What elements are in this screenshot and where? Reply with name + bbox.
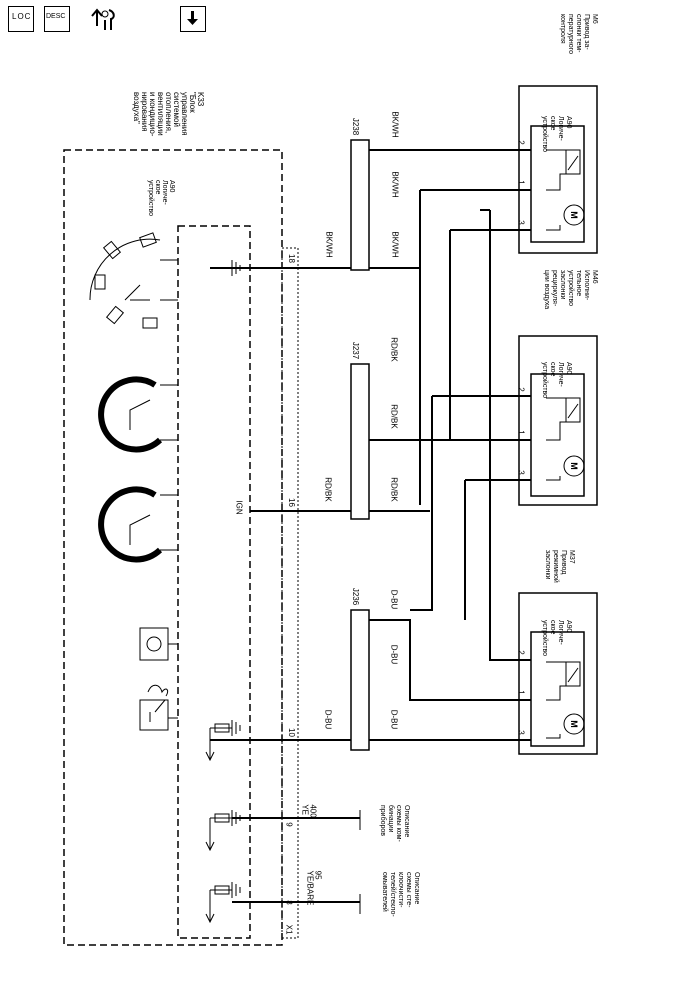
k33-label-text: K33 "Блок управления системой отопления,… (132, 92, 205, 137)
wire-d-bu-2: D-BU (389, 589, 399, 610)
m46-motor-icon (563, 455, 585, 477)
loc-icon[interactable]: LOC (8, 6, 34, 32)
m46-pin-3: 3 (516, 470, 526, 475)
x1-label: X1 (284, 924, 294, 935)
m37-logic-box (530, 631, 585, 747)
wire-bk-wh-1: BK/WH (324, 231, 334, 258)
m46-pin-2: 2 (516, 387, 526, 392)
rear-defrost-switch-icon (139, 699, 169, 731)
m37-motor-letter: M (568, 720, 579, 728)
m37-pin-1: 1 (516, 690, 526, 695)
m46-logic-label: A90 Логиче- ское устройство (541, 362, 572, 399)
recirculation-icon (147, 684, 169, 697)
wire-rd-bk-4: RD/BK (389, 477, 399, 502)
k33-module-box (63, 149, 283, 946)
m6-pin-3: 3 (516, 220, 526, 225)
m46-motor-letter: M (568, 462, 579, 470)
wire-d-bu-4: D-BU (389, 709, 399, 730)
mode-selector-icon (89, 238, 161, 301)
wire-rd-bk-1: RD/BK (323, 477, 333, 502)
pin-8: 8 (284, 900, 294, 905)
wire-rd-bk-2: RD/BK (389, 337, 399, 362)
fan-knob-icon (98, 486, 163, 563)
j236-splice (350, 609, 370, 751)
download-arrow-icon[interactable] (180, 6, 206, 32)
m6-pin-1: 1 (516, 180, 526, 185)
wire-rd-bk-3: RD/BK (389, 404, 399, 429)
wipers-note: Описание схемы сте- клоочисти- телей/сте… (381, 872, 420, 917)
j238-splice (350, 139, 370, 271)
m46-pin-1: 1 (516, 430, 526, 435)
m6-label: M6 Привод за- слонки тем- пературного ко… (559, 14, 598, 54)
m6-motor-letter: M (568, 211, 579, 219)
pin-16: 16 (286, 498, 296, 507)
desc-label: DESC (46, 13, 66, 20)
x1-connector (281, 247, 299, 939)
k33-label: K33 "Блок управления системой отопления,… (64, 92, 205, 142)
m46-pot (565, 397, 581, 423)
a90-inner-label: A90 Логиче- ское устройство (147, 180, 175, 217)
ign-label: IGN (234, 500, 244, 515)
j237-splice (350, 363, 370, 520)
wire-d-bu-3: D-BU (389, 644, 399, 665)
wire-400: 400 YE (300, 804, 318, 818)
pin-18: 18 (286, 254, 296, 263)
m46-label: M46 Исполни- тельное устройство заслонки… (543, 270, 598, 310)
wire-bk-wh-4: BK/WH (390, 231, 400, 258)
sensor-tools-icon[interactable] (88, 6, 120, 34)
m37-pot (565, 661, 581, 687)
wire-bk-wh-2: BK/WH (390, 111, 400, 138)
wire-d-bu-1: D-BU (323, 709, 333, 730)
m6-pot (565, 149, 581, 175)
j237-label: J237 (351, 341, 361, 360)
m37-label: M37 Привод режимной заслонки (544, 550, 575, 583)
m6-pin-2: 2 (516, 140, 526, 145)
m6-motor-icon (563, 204, 585, 226)
pin-9: 9 (284, 822, 294, 827)
wire-bk-wh-3: BK/WH (390, 171, 400, 198)
m6-logic-label: A90 Логиче- ское устройство (541, 116, 572, 153)
ac-switch-icon (139, 627, 169, 661)
wire-95: 95 YE/BARE (305, 870, 323, 906)
m37-logic-label: A90 Логиче- ское устройство (541, 620, 572, 657)
loc-label: LOC (12, 12, 32, 21)
gauges-note: Описание схемы ком- бинации приборов (379, 805, 410, 842)
pin-10: 10 (286, 728, 296, 737)
j238-label: J238 (351, 117, 361, 136)
toolbar: LOC DESC (8, 6, 206, 38)
m6-logic-box (530, 125, 585, 243)
j236-label: J236 (351, 587, 361, 606)
m37-pin-2: 2 (516, 650, 526, 655)
ground-arrow (205, 728, 215, 762)
m37-pin-3: 3 (516, 730, 526, 735)
m37-motor-icon (563, 713, 585, 735)
ground-symbol (210, 260, 241, 276)
temperature-knob-icon (98, 376, 163, 453)
desc-icon[interactable]: DESC (44, 6, 70, 32)
a90-logic-box (177, 225, 251, 939)
